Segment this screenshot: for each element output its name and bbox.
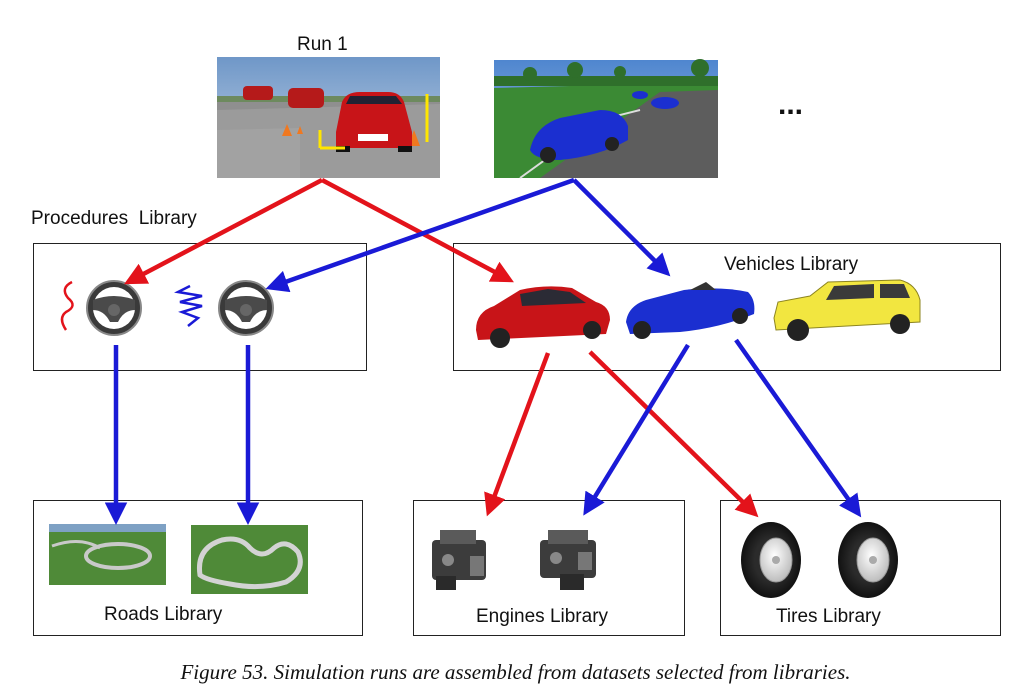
road-track-icon	[49, 524, 166, 585]
blue-roadster-icon	[626, 282, 755, 339]
run-label: Run 1	[297, 34, 348, 55]
figure-caption: Figure 53. Simulation runs are assembled…	[180, 660, 851, 684]
red-sedan-icon	[476, 286, 610, 348]
road-track-icon	[191, 525, 308, 594]
blue-arrows	[104, 177, 862, 525]
arrow-run1-to-steering	[124, 178, 324, 285]
tires-library-label: Tires Library	[776, 606, 881, 627]
steering-wheel-icon	[218, 280, 274, 336]
procedures-library-label: Procedures Library	[31, 208, 197, 229]
vehicles-library-label: Vehicles Library	[724, 254, 859, 275]
engine-icon	[540, 530, 596, 590]
arrow-run2-to-steering	[265, 177, 575, 293]
arrow-sedan-to-tire	[588, 350, 759, 518]
tire-icon	[741, 522, 801, 598]
red-input-signal-icon	[60, 280, 74, 331]
arrow-roadster-to-engine	[583, 343, 690, 516]
yellow-suv-icon	[773, 279, 921, 341]
roads-library-label: Roads Library	[104, 604, 223, 625]
arrow-sedan-to-engine	[484, 352, 551, 517]
red-arrows	[124, 178, 759, 518]
blue-input-signal-icon	[174, 284, 203, 327]
run1-screenshot	[217, 57, 440, 178]
arrow-roadster-to-tire	[734, 338, 862, 518]
engines-library-label: Engines Library	[476, 606, 609, 627]
engine-icon	[432, 530, 486, 590]
arrow-run1-to-red-sedan	[320, 178, 514, 283]
tire-icon	[838, 522, 898, 598]
arrow-run2-to-roadster	[572, 178, 671, 277]
steering-wheel-icon	[86, 280, 142, 336]
run2-screenshot	[494, 59, 718, 179]
ellipsis: ...	[778, 88, 804, 121]
